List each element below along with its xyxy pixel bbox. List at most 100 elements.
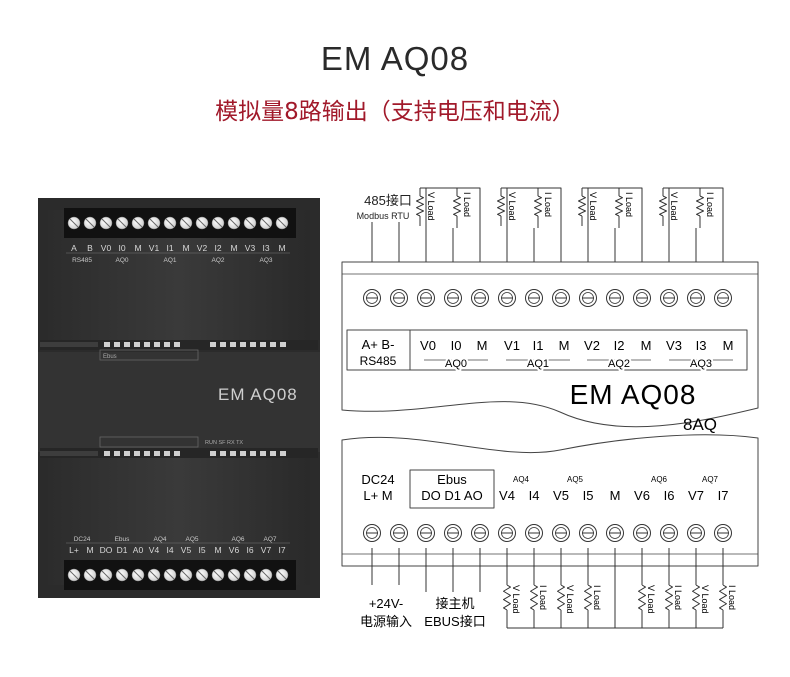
resistor-symbol [503, 584, 511, 611]
connector-pin [174, 451, 180, 456]
schematic-top-term: I1 [533, 338, 544, 353]
schematic-bottom-term: V6 [634, 488, 650, 503]
bottom-connector-pins [40, 451, 286, 456]
schematic-top-term: M [641, 338, 652, 353]
device-screw-slot [85, 570, 95, 580]
host-label: 接主机 [435, 596, 474, 611]
schematic-model: EM AQ08 [570, 379, 697, 410]
schematic-top-term: V0 [420, 338, 436, 353]
device-screw-slot [229, 570, 239, 580]
connector-pin [104, 451, 110, 456]
schematic-top-term: I0 [451, 338, 462, 353]
device-top-label: I3 [262, 243, 269, 253]
device-top-label: B [87, 243, 93, 253]
power-label: +24V- [369, 596, 403, 611]
ebus-label: Ebus [437, 472, 467, 487]
schematic-top-group: AQ1 [527, 358, 549, 370]
device-screw-slot [133, 570, 143, 580]
connector-pin [154, 451, 160, 456]
connector-strip [40, 451, 98, 456]
connector-pin [280, 342, 286, 347]
page-title: EM AQ08 [320, 40, 470, 77]
device-screw-slot [181, 218, 191, 228]
device-top-group: AQ1 [163, 257, 176, 264]
schematic-bottom-term: I5 [583, 488, 594, 503]
resistor-symbol [557, 584, 565, 611]
schematic-bottom-term: V5 [553, 488, 569, 503]
device-bottom-group: AQ7 [263, 536, 276, 543]
resistor-symbol [638, 584, 646, 611]
v-load-label: V Load [700, 585, 710, 614]
device-screw-slot [101, 218, 111, 228]
schematic-top-term: V1 [504, 338, 520, 353]
v-load-label: V Load [507, 192, 517, 221]
device-screw-slot [229, 218, 239, 228]
schematic-bottom-term: I6 [664, 488, 675, 503]
connector-pin [124, 342, 130, 347]
device-screw-slot [197, 570, 207, 580]
device-top-label: M [278, 243, 285, 253]
schematic-top-group: AQ0 [445, 358, 467, 370]
device-status-leds: RUN SF RX TX [205, 440, 243, 446]
power-sub: 电源输入 [360, 614, 412, 629]
device-screw-slot [213, 570, 223, 580]
device-screw-slot [101, 570, 111, 580]
i-load-label: I Load [592, 585, 602, 610]
connector-pin [144, 342, 150, 347]
i-load-label: I Load [705, 192, 715, 217]
device-screw-slot [149, 218, 159, 228]
schematic-bottom-group: AQ5 [567, 475, 584, 484]
device-top-group: AQ3 [259, 257, 272, 264]
connector-pin [240, 451, 246, 456]
schematic-bottom-term: M [610, 488, 621, 503]
device-bottom-label: I5 [198, 545, 205, 555]
device-top-label: V1 [149, 243, 160, 253]
resistor-symbol [534, 195, 542, 217]
device-screw-slot [165, 570, 175, 580]
group-label-bg: AQ1 [527, 358, 549, 370]
connector-pin [210, 342, 216, 347]
connector-pin [164, 342, 170, 347]
v-load-label: V Load [426, 192, 436, 221]
device-bottom-label: V5 [181, 545, 192, 555]
schematic-bottom-term: I7 [718, 488, 729, 503]
dc24-terminals: L+ M [363, 488, 392, 503]
v-load-label: V Load [588, 192, 598, 221]
resistor-symbol [719, 584, 727, 611]
group-label-bg: AQ2 [608, 358, 630, 370]
i-load-label: I Load [673, 585, 683, 610]
device-screw-slot [133, 218, 143, 228]
connector-pin [174, 342, 180, 347]
device-screw-slot [213, 218, 223, 228]
device-screw-slot [149, 570, 159, 580]
rs485-title: 485接口 [364, 193, 412, 208]
device-top-label: V3 [245, 243, 256, 253]
device-middle-section [38, 352, 320, 452]
schematic-top-term: M [559, 338, 570, 353]
resistor-symbol [497, 195, 505, 217]
connector-pin [250, 451, 256, 456]
rs485-name: RS485 [360, 354, 397, 368]
schematic-bottom-group: AQ6 [651, 475, 668, 484]
device-bottom-label: D1 [117, 545, 128, 555]
schematic-top-term: V2 [584, 338, 600, 353]
device-top-label: I1 [166, 243, 173, 253]
device-screw-slot [261, 570, 271, 580]
rs485-subtitle: Modbus RTU [357, 211, 410, 221]
schematic-bottom-term: I4 [529, 488, 540, 503]
connector-pin [270, 451, 276, 456]
device-bottom-group: AQ4 [153, 536, 166, 543]
device-screw-slot [197, 218, 207, 228]
device-bottom-group: AQ5 [185, 536, 198, 543]
v-load-label: V Load [646, 585, 656, 614]
resistor-symbol [692, 584, 700, 611]
device-top-group: RS485 [72, 257, 92, 264]
group-label-bg: AQ3 [690, 358, 712, 370]
host-sub: EBUS接口 [424, 614, 485, 629]
connector-pin [220, 451, 226, 456]
